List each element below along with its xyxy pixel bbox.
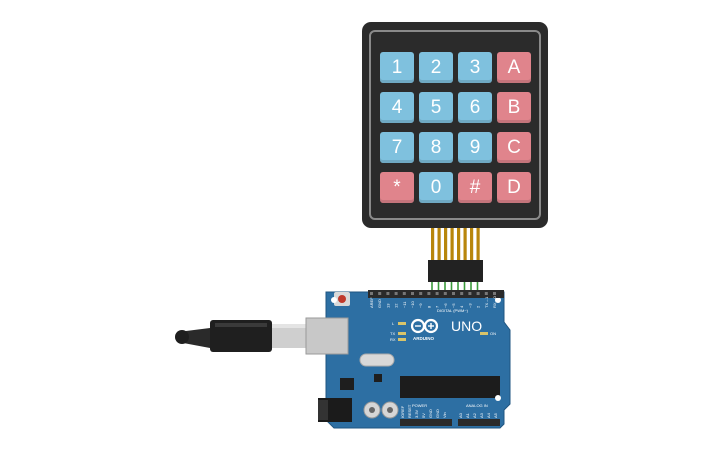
- header-pin[interactable]: [443, 292, 447, 295]
- ribbon-wire: [450, 228, 454, 260]
- header-pin[interactable]: [386, 292, 390, 295]
- header-pin[interactable]: [493, 292, 496, 295]
- header-pin[interactable]: [460, 292, 464, 295]
- header-pin[interactable]: [427, 292, 431, 295]
- pin-label: IOREF: [400, 405, 405, 418]
- ribbon-wire: [463, 228, 467, 260]
- pin-label: A1: [465, 412, 470, 418]
- header-pin[interactable]: [419, 292, 423, 295]
- ribbon-wire: [444, 228, 448, 260]
- led-label-l: L: [392, 321, 395, 326]
- pin-label: A4: [486, 412, 491, 418]
- keypad-key-3[interactable]: 3: [458, 52, 492, 83]
- arduino-logo-icon: [410, 318, 439, 334]
- pin-label: 7: [435, 305, 440, 308]
- pin-label: 2: [476, 305, 481, 308]
- keypad-key-8[interactable]: 8: [419, 132, 453, 163]
- keypad-key-5[interactable]: 5: [419, 92, 453, 123]
- board-brand: ARDUINO: [413, 336, 434, 341]
- power-label: POWER: [412, 403, 427, 408]
- keypad-key-c[interactable]: C: [497, 132, 531, 163]
- ribbon-wire: [457, 228, 461, 260]
- led-label-rx: RX: [390, 337, 396, 342]
- pin-label: RX←0: [492, 295, 497, 308]
- keypad-key-9[interactable]: 9: [458, 132, 492, 163]
- pin-label: ~3: [467, 303, 472, 308]
- led-label-on: ON: [490, 331, 496, 336]
- pin-label: GND: [377, 299, 382, 308]
- header-pin[interactable]: [452, 292, 455, 295]
- header-pin[interactable]: [370, 292, 373, 295]
- status-leds: [398, 322, 488, 341]
- pin-label: 4: [459, 305, 464, 308]
- ribbon-wire: [437, 228, 441, 260]
- pin-label: ~10: [410, 300, 415, 308]
- keypad-key-star[interactable]: *: [380, 172, 414, 203]
- header-pin[interactable]: [411, 292, 414, 295]
- led-label-tx: TX: [390, 331, 395, 336]
- keypad-frame: [369, 30, 541, 220]
- power-header[interactable]: [400, 419, 452, 426]
- pin-label: 3.3V: [414, 409, 419, 418]
- pin-label: GND: [435, 409, 440, 418]
- header-pin[interactable]: [402, 292, 406, 295]
- header-pin[interactable]: [476, 292, 480, 295]
- keypad-key-0[interactable]: 0: [419, 172, 453, 203]
- keypad-key-hash[interactable]: #: [458, 172, 492, 203]
- board-body: [305, 291, 511, 429]
- digital-label: DIGITAL (PWM~): [437, 308, 469, 313]
- keypad-key-7[interactable]: 7: [380, 132, 414, 163]
- pin-label: A0: [458, 412, 463, 418]
- pin-label: 8: [426, 305, 431, 308]
- pin-label: ~5: [451, 303, 456, 308]
- pin-label: GND: [428, 409, 433, 418]
- keypad-key-1[interactable]: 1: [380, 52, 414, 83]
- pin-label: 13: [385, 303, 390, 308]
- keypad-key-4[interactable]: 4: [380, 92, 414, 123]
- ribbon-wire: [431, 228, 435, 260]
- ribbon-wire: [470, 228, 474, 260]
- pin-label: Vin: [442, 412, 447, 418]
- keypad-key-b[interactable]: B: [497, 92, 531, 123]
- header-pin[interactable]: [484, 292, 488, 295]
- usb-cable[interactable]: [175, 320, 306, 352]
- pin-label: RESET: [407, 404, 412, 418]
- header-pin[interactable]: [394, 292, 398, 295]
- analog-label: ANALOG IN: [466, 403, 488, 408]
- pin-label: ~9: [418, 303, 423, 308]
- pin-label: A2: [472, 412, 477, 418]
- board-model: UNO: [451, 318, 482, 334]
- pin-label: A3: [479, 412, 484, 418]
- keypad-key-d[interactable]: D: [497, 172, 531, 203]
- pin-label: TX→1: [484, 296, 489, 308]
- keypad-key-2[interactable]: 2: [419, 52, 453, 83]
- pin-label: AREF: [369, 297, 374, 308]
- ribbon-wire: [476, 228, 480, 260]
- pin-label: ~6: [443, 303, 448, 308]
- pin-label: ~11: [402, 301, 407, 308]
- pin-label: A5: [493, 412, 498, 418]
- keypad-key-6[interactable]: 6: [458, 92, 492, 123]
- header-pin[interactable]: [468, 292, 472, 295]
- header-pin[interactable]: [435, 292, 439, 295]
- digital-header[interactable]: [368, 290, 504, 298]
- keypad-key-a[interactable]: A: [497, 52, 531, 83]
- pin-label: 12: [394, 303, 399, 308]
- pin-label: 5V: [421, 413, 426, 418]
- header-pin[interactable]: [378, 292, 382, 295]
- analog-header[interactable]: [458, 419, 500, 426]
- keypad-connector[interactable]: [428, 260, 483, 282]
